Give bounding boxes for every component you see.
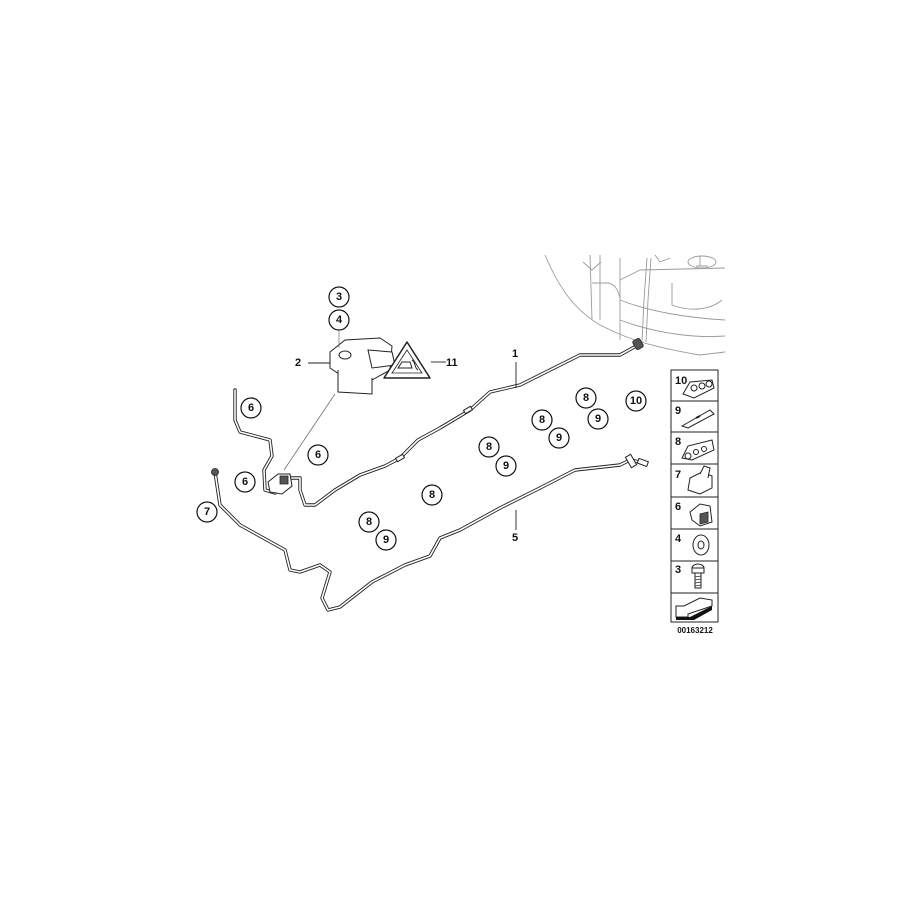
callout-7[interactable]: 7 xyxy=(196,501,218,523)
warning-triangle-icon xyxy=(383,341,431,379)
callout-9[interactable]: 9 xyxy=(495,455,517,477)
callout-9[interactable]: 9 xyxy=(587,408,609,430)
legend-item-9[interactable]: 9 xyxy=(675,405,715,429)
svg-text:9: 9 xyxy=(503,460,509,472)
callout-8[interactable]: 8 xyxy=(358,511,380,533)
callout-4[interactable]: 4 xyxy=(328,309,350,331)
part-label-11: 11 xyxy=(446,357,458,369)
line-part-6[interactable] xyxy=(233,388,277,495)
legend-item-8[interactable]: 8 xyxy=(675,436,715,461)
legend-item-4[interactable]: 4 xyxy=(675,533,710,556)
svg-text:4: 4 xyxy=(675,533,682,545)
callout-9[interactable]: 9 xyxy=(548,427,570,449)
svg-text:9: 9 xyxy=(383,534,389,546)
double-clip-icon xyxy=(681,439,715,461)
svg-text:4: 4 xyxy=(336,314,343,326)
legend-item-3[interactable]: 3 xyxy=(675,563,705,589)
svg-text:8: 8 xyxy=(539,414,545,426)
callout-8[interactable]: 8 xyxy=(531,409,553,431)
arrow-symbol-icon xyxy=(675,597,713,620)
line-part-5[interactable] xyxy=(211,453,650,612)
holder-clip-icon xyxy=(687,465,713,495)
callout-8[interactable]: 8 xyxy=(478,436,500,458)
document-id: 00163212 xyxy=(677,626,713,635)
vehicle-body-outline xyxy=(544,254,726,356)
svg-text:6: 6 xyxy=(315,449,321,461)
legend-item-arrow[interactable] xyxy=(675,597,713,620)
svg-text:6: 6 xyxy=(248,402,254,414)
callout-6[interactable]: 6 xyxy=(240,397,262,419)
callout-10[interactable]: 10 xyxy=(625,390,647,412)
svg-text:8: 8 xyxy=(486,441,492,453)
part-label-2: 2 xyxy=(295,357,301,369)
callout-6[interactable]: 6 xyxy=(234,471,256,493)
svg-text:7: 7 xyxy=(204,506,210,518)
single-clip-icon xyxy=(689,503,713,527)
line-part-1[interactable] xyxy=(288,338,644,507)
svg-text:6: 6 xyxy=(675,501,681,513)
washer-icon xyxy=(692,534,710,556)
svg-text:9: 9 xyxy=(556,432,562,444)
sensor-part-2[interactable] xyxy=(329,331,396,395)
callout-8[interactable]: 8 xyxy=(421,484,443,506)
callout-8[interactable]: 8 xyxy=(575,387,597,409)
callout-6[interactable]: 6 xyxy=(307,444,329,466)
svg-text:8: 8 xyxy=(675,436,681,448)
svg-text:10: 10 xyxy=(675,375,687,387)
part-label-1: 1 xyxy=(512,348,518,360)
svg-text:8: 8 xyxy=(366,516,372,528)
bracket-clip-icon xyxy=(680,409,715,429)
svg-text:8: 8 xyxy=(583,392,589,404)
bolt-icon xyxy=(691,563,705,589)
part-labels: 1 2 5 11 xyxy=(295,348,518,544)
svg-text:3: 3 xyxy=(675,564,681,576)
legend-item-10[interactable]: 10 xyxy=(675,375,715,399)
triple-clip-icon xyxy=(682,379,715,399)
svg-text:8: 8 xyxy=(429,489,435,501)
callout-9[interactable]: 9 xyxy=(375,529,397,551)
svg-text:7: 7 xyxy=(675,469,681,481)
svg-text:3: 3 xyxy=(336,291,342,303)
connector-part[interactable] xyxy=(267,393,336,495)
callouts: 3 4 6 6 6 7 8 9 10 8 9 8 9 8 8 9 xyxy=(196,286,647,551)
svg-text:9: 9 xyxy=(595,413,601,425)
svg-text:6: 6 xyxy=(242,476,248,488)
svg-text:9: 9 xyxy=(675,405,681,417)
legend-item-6[interactable]: 6 xyxy=(675,501,713,527)
svg-text:10: 10 xyxy=(630,395,642,407)
legend-item-7[interactable]: 7 xyxy=(675,465,713,495)
callout-3[interactable]: 3 xyxy=(328,286,350,308)
parts-legend: 10 9 8 7 xyxy=(670,369,719,635)
part-label-5: 5 xyxy=(512,532,518,544)
